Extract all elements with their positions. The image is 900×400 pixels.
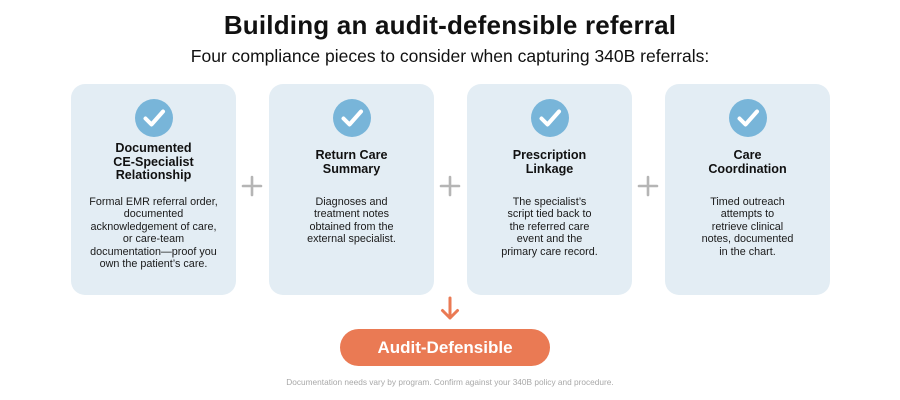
plus-icon [240, 174, 264, 198]
card-description-line: treatment notes [313, 208, 390, 221]
card-description-line: documented [123, 208, 184, 221]
card-description-line: The specialist’s [512, 196, 587, 208]
plus-icon [636, 174, 660, 198]
card-description-line: or care-team [122, 233, 185, 246]
card-title: Prescription Linkage [475, 148, 624, 176]
card-title-line: Linkage [525, 161, 574, 176]
card-description-line: event and the [516, 233, 583, 246]
card-ce-specialist-relationship: Documented CE-Specialist Relationship Fo… [71, 84, 236, 295]
plus-icon [438, 174, 462, 198]
check-icon [530, 99, 569, 137]
card-description: Timed outreach attempts to retrieve clin… [675, 196, 820, 258]
card-description-line: in the chart. [719, 245, 776, 258]
card-description-line: script tied back to [507, 208, 592, 221]
page-title: Building an audit-defensible referral [223, 10, 677, 40]
card-description: Diagnoses and treatment notes obtained f… [279, 196, 424, 246]
card-description-line: attempts to [720, 208, 775, 221]
card-title-line: Relationship [115, 168, 192, 182]
card-description-line: the referred care [509, 220, 590, 233]
card-title-line: Summary [322, 161, 381, 176]
check-icon [332, 99, 371, 137]
card-description-line: notes, documented [701, 233, 794, 246]
card-title-line: Documented [115, 141, 192, 155]
card-description: The specialist’s script tied back to the… [477, 196, 622, 258]
card-description-line: obtained from the [309, 220, 394, 233]
card-title: Return Care Summary [277, 148, 426, 176]
card-prescription-linkage: Prescription Linkage The specialist’s sc… [467, 84, 632, 295]
card-description-line: Timed outreach [710, 196, 785, 208]
card-title-line: Return Care [315, 148, 388, 162]
card-description-line: external specialist. [307, 233, 396, 246]
check-icon [728, 99, 767, 137]
check-icon [134, 99, 173, 137]
card-care-coordination: Care Coordination Timed outreach attempt… [665, 84, 830, 295]
card-description-line: Formal EMR referral order, [89, 196, 218, 208]
footnote: Documentation needs vary by program. Con… [286, 377, 614, 387]
card-title-line: Prescription [512, 148, 587, 162]
card-title-line: Care [733, 148, 762, 162]
card-description-line: primary care record. [501, 245, 598, 258]
card-title-line: CE-Specialist [113, 154, 194, 169]
card-description-line: retrieve clinical [711, 220, 784, 233]
card-description-line: acknowledgement of care, [90, 220, 217, 233]
arrow-down-icon [440, 296, 460, 322]
page-subtitle: Four compliance pieces to consider when … [190, 46, 710, 66]
card-description-line: Diagnoses and [315, 196, 388, 208]
card-title: Care Coordination [673, 148, 822, 176]
card-description-line: own the patient’s care. [99, 258, 208, 271]
card-return-care-summary: Return Care Summary Diagnoses and treatm… [269, 84, 434, 295]
card-title: Documented CE-Specialist Relationship [79, 141, 228, 183]
card-description-line: documentation—proof you [90, 245, 217, 258]
audit-defensible-badge: Audit-Defensible [340, 329, 550, 366]
card-description: Formal EMR referral order, documented ac… [81, 196, 226, 270]
card-title-line: Coordination [708, 161, 787, 176]
